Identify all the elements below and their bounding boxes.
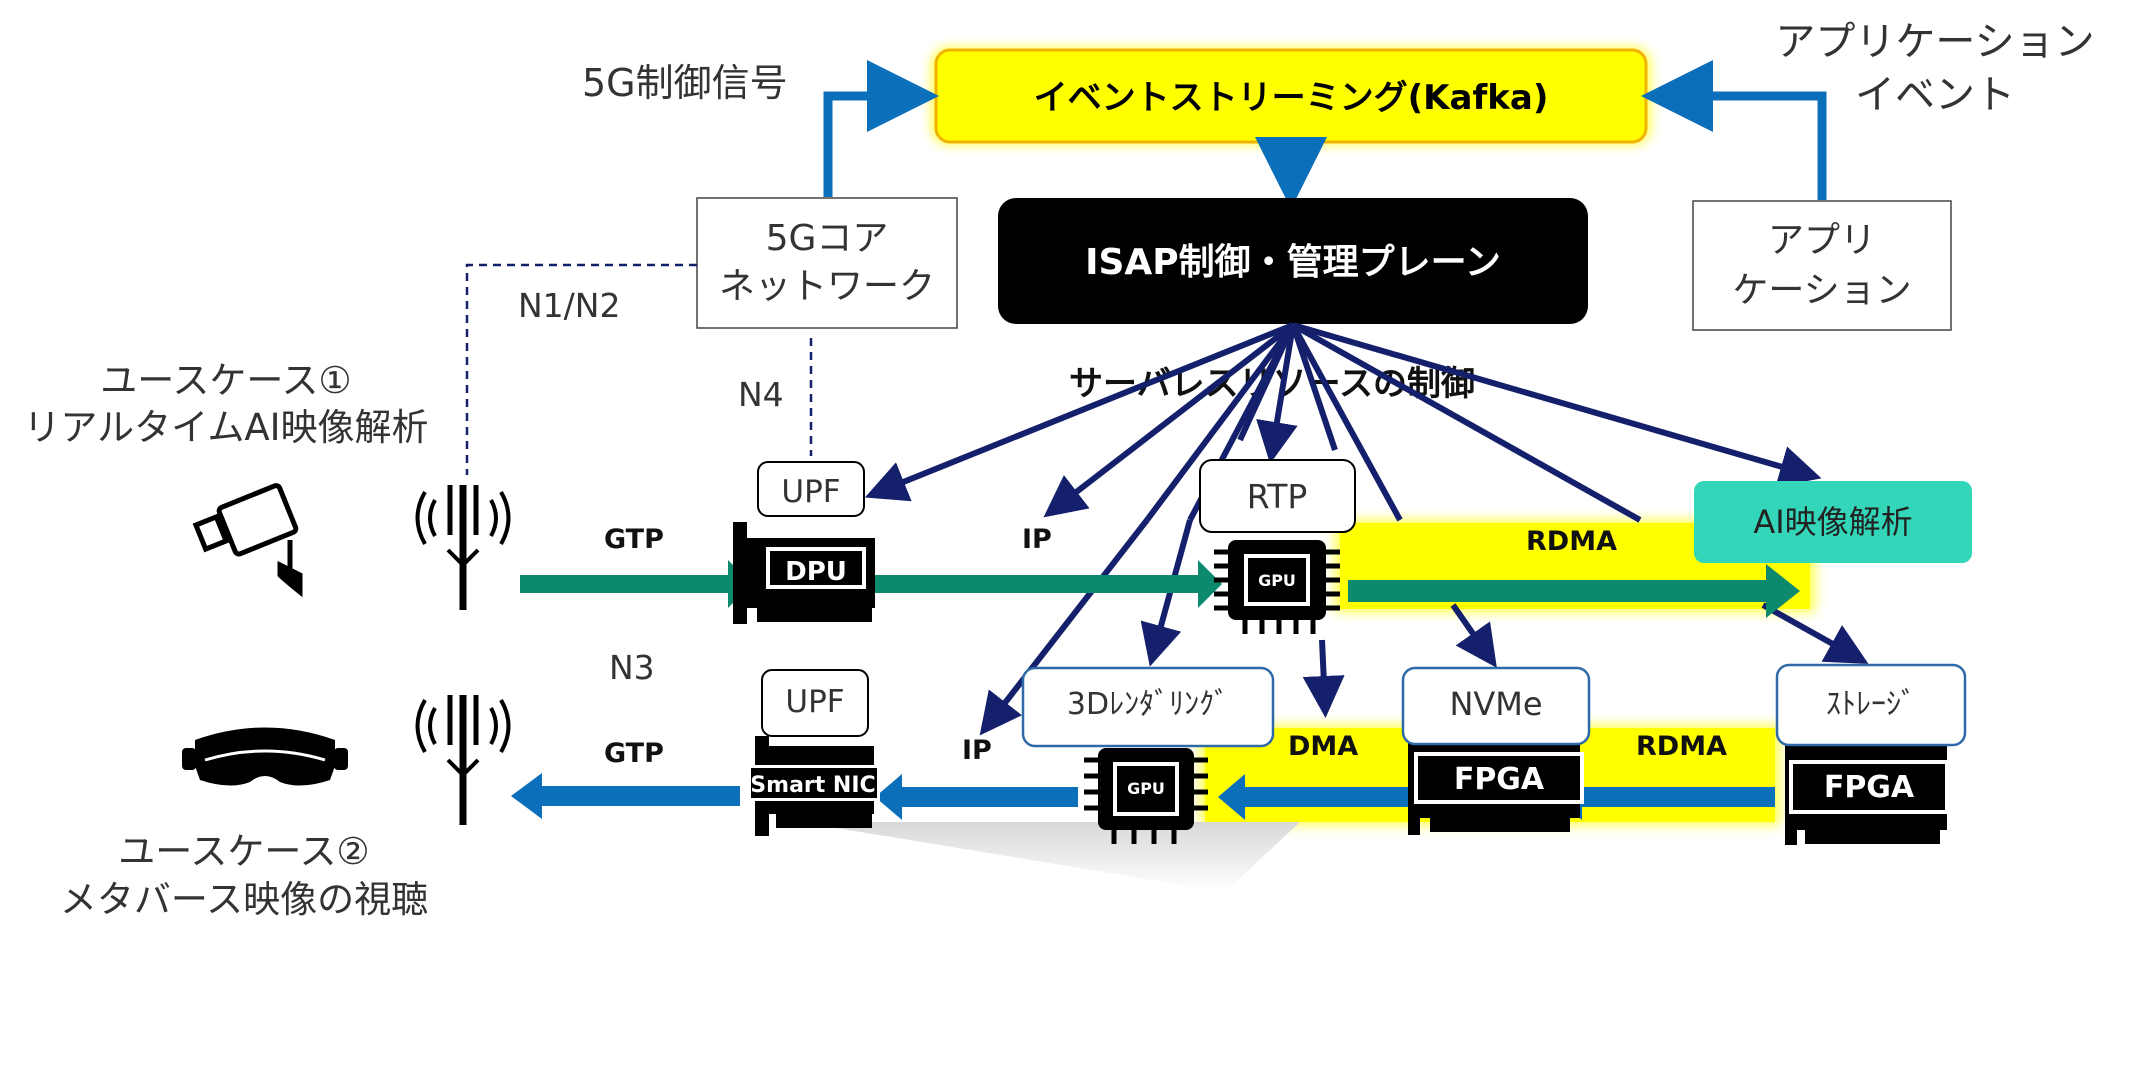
svg-text:FPGA: FPGA: [1824, 770, 1915, 805]
dpu-card-icon: DPU: [733, 522, 875, 624]
antenna-icon-bottom: [415, 695, 511, 825]
svg-text:アプリ: アプリ: [1768, 220, 1876, 261]
control-arrows: [823, 60, 1827, 209]
gtp-bottom-label: GTP: [604, 738, 664, 769]
svg-text:5Gコア: 5Gコア: [766, 218, 889, 259]
n1n2-label: N1/N2: [518, 286, 620, 325]
svg-text:Smart NIC: Smart NIC: [750, 773, 875, 798]
antenna-icon-top: [415, 485, 511, 610]
n3-label: N3: [609, 648, 655, 687]
kafka-box: イベントストリーミング(Kafka): [932, 48, 1650, 144]
storage-box: ｽﾄﾚｰｼﾞ: [1775, 663, 1967, 747]
usecase-2-label: ユースケース② メタバース映像の視聴: [60, 830, 428, 921]
rdma-bottom-label: RDMA: [1636, 731, 1727, 762]
svg-text:ユースケース②: ユースケース②: [118, 830, 369, 873]
rdma-top-label: RDMA: [1526, 526, 1617, 557]
usecase-1-label: ユースケース① リアルタイムAI映像解析: [23, 359, 428, 449]
core-network-box: 5Gコア ネットワーク: [696, 197, 958, 329]
ip-top-label: IP: [1022, 524, 1052, 555]
kafka-label: イベントストリーミング(Kafka): [1034, 78, 1549, 118]
nvme-box: NVMe: [1401, 666, 1591, 746]
upf-bottom-box: UPF: [761, 669, 869, 737]
svg-text:NVMe: NVMe: [1449, 685, 1542, 723]
rtp-box: RTP: [1199, 459, 1356, 533]
render3d-box: 3Dﾚﾝﾀﾞﾘﾝｸﾞ: [1021, 666, 1275, 748]
svg-text:ケーション: ケーション: [1732, 270, 1911, 311]
svg-text:ネットワーク: ネットワーク: [719, 266, 935, 307]
dma-label: DMA: [1288, 731, 1358, 762]
ai-video-box: AI映像解析: [1694, 481, 1972, 563]
svg-text:AI映像解析: AI映像解析: [1753, 503, 1912, 541]
application-box: アプリ ケーション: [1692, 200, 1952, 331]
fan-shadow: [800, 822, 1300, 892]
gtp-top-label: GTP: [604, 524, 664, 555]
green-flow: [520, 560, 1800, 618]
svg-text:RTP: RTP: [1247, 477, 1308, 516]
svg-text:アプリケーション: アプリケーション: [1775, 19, 2094, 65]
upf-top-box: UPF: [757, 461, 865, 517]
svg-text:メタバース映像の視聴: メタバース映像の視聴: [60, 878, 428, 921]
svg-text:UPF: UPF: [785, 684, 844, 720]
svg-text:ユースケース①: ユースケース①: [100, 359, 351, 402]
svg-text:3Dﾚﾝﾀﾞﾘﾝｸﾞ: 3Dﾚﾝﾀﾞﾘﾝｸﾞ: [1067, 687, 1229, 722]
gpu-chip-icon-top: GPU: [1214, 540, 1340, 634]
isap-control-plane: ISAP制御・管理プレーン: [998, 198, 1588, 324]
app-event-label: アプリケーション イベント: [1775, 19, 2094, 118]
svg-text:DPU: DPU: [785, 557, 847, 587]
svg-text:GPU: GPU: [1127, 779, 1165, 798]
ip-bottom-label: IP: [962, 735, 992, 766]
svg-text:イベント: イベント: [1855, 72, 2015, 118]
vr-headset-icon: [182, 727, 348, 786]
isap-label: ISAP制御・管理プレーン: [1085, 242, 1501, 283]
smartnic-card-icon: Smart NIC: [748, 736, 880, 836]
svg-text:GPU: GPU: [1258, 571, 1296, 590]
control-5g-label: 5G制御信号: [582, 61, 788, 105]
dashed-links: [465, 263, 813, 475]
svg-text:リアルタイムAI映像解析: リアルタイムAI映像解析: [23, 406, 428, 449]
n4-label: N4: [738, 375, 784, 414]
blue-flow: [511, 773, 1775, 820]
gpu-chip-icon-bottom: GPU: [1084, 748, 1208, 844]
svg-text:FPGA: FPGA: [1454, 762, 1545, 797]
svg-text:UPF: UPF: [781, 474, 840, 510]
svg-text:ｽﾄﾚｰｼﾞ: ｽﾄﾚｰｼﾞ: [1826, 687, 1916, 722]
fpga-storage-card-icon: FPGA: [1785, 720, 1949, 845]
camera-icon: [192, 483, 303, 598]
